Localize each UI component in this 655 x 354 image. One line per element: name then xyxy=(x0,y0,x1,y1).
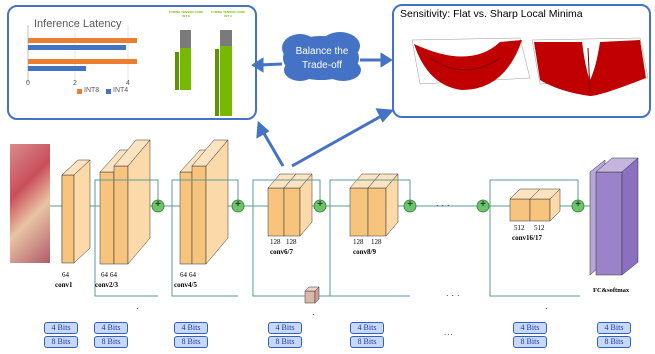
bar-int4-2 xyxy=(28,66,86,71)
channels-conv4-b: 64 xyxy=(189,271,196,279)
path-dot-3: . xyxy=(545,301,548,311)
gpu-int8-label: TURING TENSOR CORE INT 8 xyxy=(168,10,204,18)
cloud-shape xyxy=(282,32,361,81)
path-dot-1: . xyxy=(136,301,139,311)
flat-minimum-surface xyxy=(411,37,531,90)
gpu-int4-label: TURING TENSOR CORE INT 4 xyxy=(210,10,246,18)
bar-int8-2 xyxy=(28,59,137,64)
legend-swatch-int8 xyxy=(77,89,82,94)
bits-badge-bottom-5: 8 Bits xyxy=(350,336,384,348)
sum-node-4 xyxy=(403,199,417,213)
latency-tick-2: 2 xyxy=(73,80,77,87)
cloud-text-line-2: Trade-off xyxy=(301,60,343,71)
skip-ellipsis: ... xyxy=(446,288,463,298)
bits-badge-top-5: 4 Bits xyxy=(350,322,384,334)
conv2-block xyxy=(99,139,151,265)
channels-conv16-b: 512 xyxy=(534,224,545,232)
bits-badge-bottom-1: 8 Bits xyxy=(44,336,78,348)
label-fc: FC&softmax xyxy=(593,287,630,294)
arrow-layer-to-sensitivity xyxy=(291,108,395,168)
conv16-block xyxy=(509,188,561,222)
skip-line-4 xyxy=(171,206,238,297)
conv8-block xyxy=(349,173,399,237)
gpu-int8-graphic xyxy=(175,30,191,90)
bits-badge-top-7: 4 Bits xyxy=(597,322,631,334)
conv6-block xyxy=(267,173,313,237)
sum-symbol-1: + xyxy=(155,199,161,210)
bits-badge-bottom-7: 8 Bits xyxy=(597,336,631,348)
sum-symbol-6: + xyxy=(575,199,581,210)
skip-line-8 xyxy=(252,179,321,206)
channels-conv16-a: 512 xyxy=(514,224,525,232)
latency-title: Inference Latency xyxy=(34,18,122,30)
channels-conv1: 64 xyxy=(62,271,69,279)
sum-symbol-4: + xyxy=(407,199,413,210)
bits-badge-top-2: 4 Bits xyxy=(94,322,128,334)
channels-conv8-b: 128 xyxy=(371,238,382,246)
channels-conv6-a: 128 xyxy=(270,238,281,246)
latency-tick-4: 4 xyxy=(126,80,130,87)
label-conv16: conv16/17 xyxy=(512,234,542,242)
conv1-block xyxy=(61,159,91,264)
sum-symbol-5: + xyxy=(480,199,486,210)
bar-int4-1 xyxy=(28,45,126,50)
label-conv1: conv1 xyxy=(55,281,73,289)
skip-line-2 xyxy=(171,179,239,206)
bits-badge-bottom-3: 8 Bits xyxy=(174,336,208,348)
bits-badge-bottom-2: 8 Bits xyxy=(94,336,128,348)
arrow-to-sensitivity xyxy=(360,52,393,68)
sum-node-1 xyxy=(151,199,165,213)
legend-swatch-int4 xyxy=(106,89,111,94)
latency-tick-0: 0 xyxy=(26,80,30,87)
sum-node-3 xyxy=(313,199,327,213)
skip-line-1 xyxy=(94,179,159,206)
fc-block xyxy=(589,157,639,276)
flow-ellipsis: ... xyxy=(436,198,453,208)
label-conv8: conv8/9 xyxy=(353,248,376,256)
conv4-block xyxy=(179,139,229,265)
bits-badge-bottom-4: 8 Bits xyxy=(268,336,302,348)
channels-conv6-b: 128 xyxy=(286,238,297,246)
label-conv4: conv4/5 xyxy=(174,281,197,289)
label-conv6: conv6/7 xyxy=(270,248,293,256)
sum-node-2 xyxy=(231,199,245,213)
gpu-int4-graphic xyxy=(215,30,232,116)
bits-gap-ellipsis: ... xyxy=(444,328,454,337)
sharp-minimum-surface xyxy=(531,37,649,96)
sensitivity-title: Sensitivity: Flat vs. Sharp Local Minima xyxy=(400,8,583,20)
sum-node-5 xyxy=(476,199,490,213)
bits-badge-top-6: 4 Bits xyxy=(513,322,547,334)
arrow-layer-to-latency xyxy=(256,120,285,167)
skip-line-9 xyxy=(329,179,411,206)
bits-badge-top-4: 4 Bits xyxy=(268,322,302,334)
input-image xyxy=(10,144,50,263)
skip-line-11 xyxy=(489,179,579,206)
skip-line-5 xyxy=(252,206,305,297)
sum-node-6 xyxy=(571,199,585,213)
label-conv2: conv2/3 xyxy=(95,281,118,289)
bits-badge-top-3: 4 Bits xyxy=(174,322,208,334)
bits-badge-bottom-6: 8 Bits xyxy=(513,336,547,348)
legend-int4-label: INT4 xyxy=(113,87,129,94)
channels-conv8-a: 128 xyxy=(353,238,364,246)
skip-line-3 xyxy=(94,206,158,297)
bar-int8-1 xyxy=(28,38,137,43)
skip-line-10 xyxy=(489,206,580,297)
sum-symbol-3: + xyxy=(317,199,323,210)
legend-int8-label: INT8 xyxy=(84,87,100,94)
channels-conv2-b: 64 xyxy=(110,271,117,279)
sum-symbol-2: + xyxy=(235,199,241,210)
cloud-text-line-1: Balance the xyxy=(295,46,349,57)
path-dot-2: . xyxy=(312,307,315,317)
bits-badge-top-1: 4 Bits xyxy=(44,322,78,334)
arrow-to-latency xyxy=(251,57,283,73)
channels-conv2-a: 64 xyxy=(101,271,108,279)
channels-conv4-a: 64 xyxy=(180,271,187,279)
shortcut-conv-cube xyxy=(304,286,320,304)
